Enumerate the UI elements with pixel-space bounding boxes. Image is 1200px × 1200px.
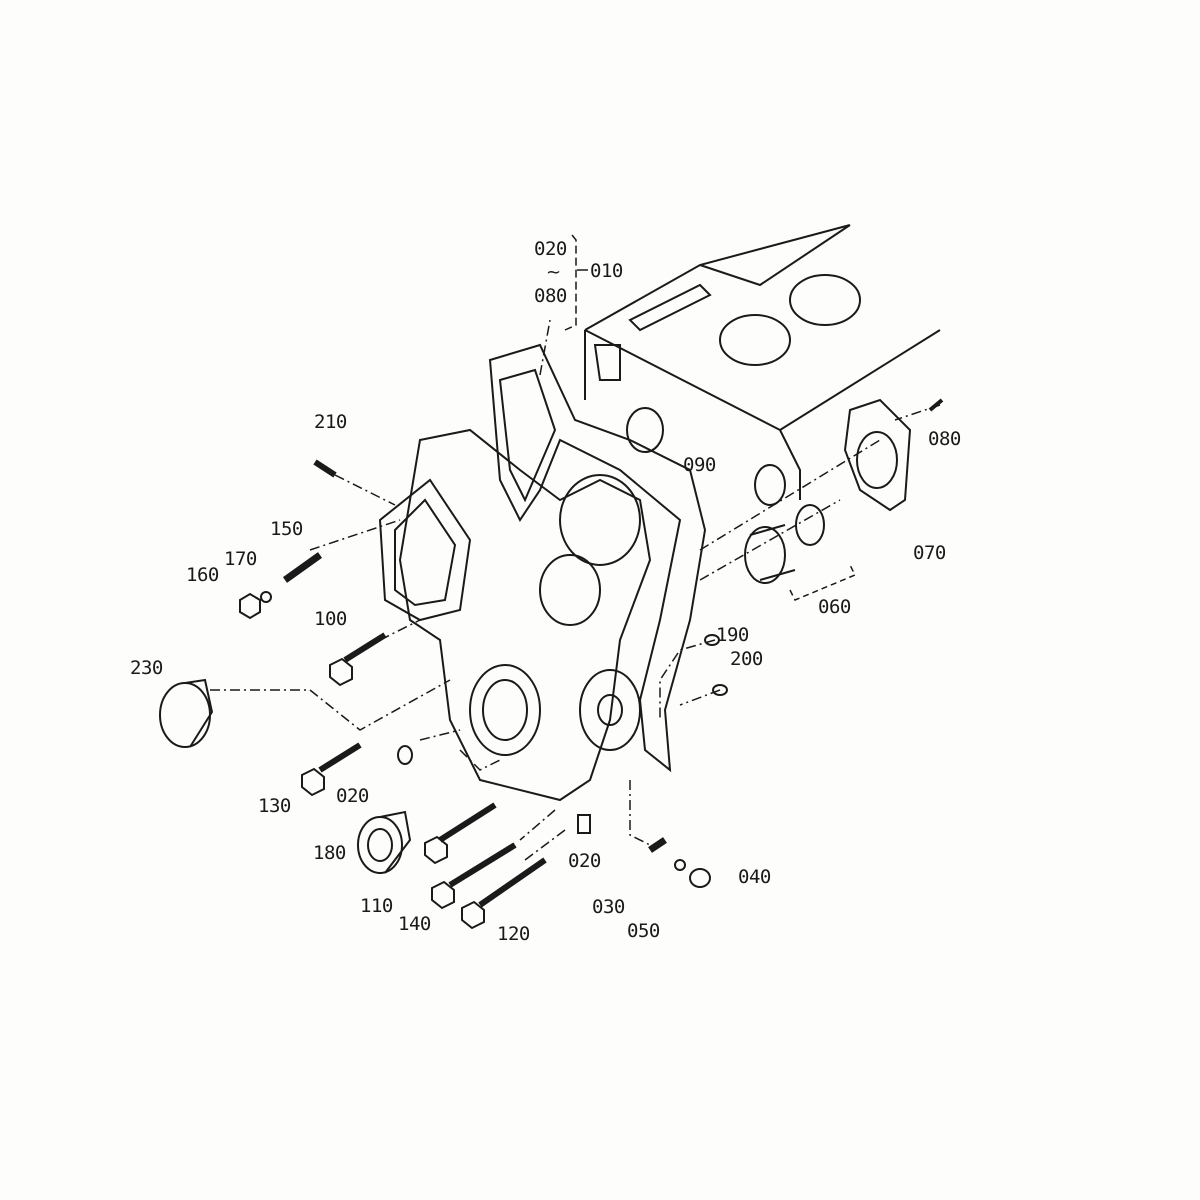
label-130: 130	[258, 795, 291, 817]
gasket	[488, 343, 707, 773]
label-010: 010	[590, 260, 623, 282]
group-bracket	[564, 234, 588, 331]
label-210: 210	[314, 411, 347, 433]
oil-pump-parts	[744, 398, 944, 584]
label-040: 040	[738, 866, 771, 888]
label-140: 140	[398, 913, 431, 935]
label-020-range-start: 020	[534, 238, 567, 260]
label-230: 230	[130, 657, 163, 679]
label-080: 080	[928, 428, 961, 450]
fasteners	[159, 459, 728, 930]
label-110: 110	[360, 895, 393, 917]
leader-lines	[210, 319, 941, 861]
label-060: 060	[818, 596, 851, 618]
label-160: 160	[186, 564, 219, 586]
label-190: 190	[716, 624, 749, 646]
label-150: 150	[270, 518, 303, 540]
label-020-bottom: 020	[568, 850, 601, 872]
label-090: 090	[683, 454, 716, 476]
label-120: 120	[497, 923, 530, 945]
bracket-060	[789, 564, 857, 601]
label-020-left: 020	[336, 785, 369, 807]
label-030: 030	[592, 896, 625, 918]
label-200: 200	[730, 648, 763, 670]
label-170: 170	[224, 548, 257, 570]
range-mark: ~	[546, 262, 562, 283]
label-070: 070	[913, 542, 946, 564]
label-080-range-end: 080	[534, 285, 567, 307]
label-050: 050	[627, 920, 660, 942]
engine-block	[584, 224, 941, 506]
label-180: 180	[313, 842, 346, 864]
label-100: 100	[314, 608, 347, 630]
gear-case	[378, 428, 652, 802]
